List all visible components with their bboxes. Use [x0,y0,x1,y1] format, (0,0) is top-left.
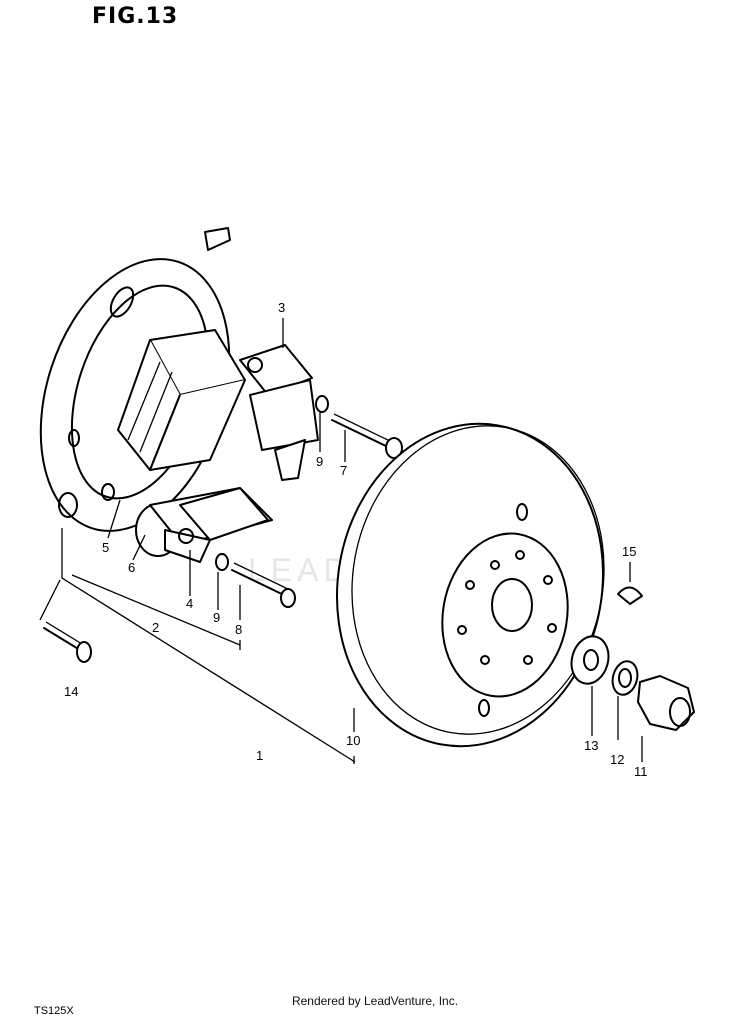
screw-7 [331,413,403,459]
screw-14 [43,621,92,663]
leader-6 [132,534,146,561]
callout-10: 10 [346,733,360,748]
callout-9-lower: 9 [213,610,220,625]
callout-6: 6 [128,560,135,575]
washer-9-upper [315,395,329,413]
callout-3: 3 [278,300,285,315]
key-15 [617,586,643,605]
coil-5 [117,329,246,471]
part-4-coil-bracket [164,487,269,563]
callout-1: 1 [256,748,263,763]
callout-8: 8 [235,622,242,637]
washer-13 [570,635,610,685]
callout-12: 12 [610,752,624,767]
leader-5 [107,499,121,539]
callout-4: 4 [186,596,193,611]
part-3-coil-bracket [239,344,319,481]
callout-14: 14 [64,684,78,699]
callout-11: 11 [634,764,648,779]
callout-9-upper: 9 [316,454,323,469]
callout-7: 7 [340,463,347,478]
leader-1 [61,528,356,763]
callout-13: 13 [584,738,598,753]
callout-5: 5 [102,540,109,555]
rotor-10 [335,422,605,748]
nut-11 [637,675,695,731]
screw-8 [231,562,296,608]
leader-14 [39,579,61,621]
lock-washer-12 [611,660,639,696]
figure-title: FIG.13 [92,4,179,29]
washer-9-lower [215,553,229,571]
leader-2 [71,574,241,646]
callout-15: 15 [622,544,636,559]
model-code: TS125X [34,1005,74,1017]
footer-credit: Rendered by LeadVenture, Inc. [291,994,459,1008]
callout-2: 2 [152,620,159,635]
